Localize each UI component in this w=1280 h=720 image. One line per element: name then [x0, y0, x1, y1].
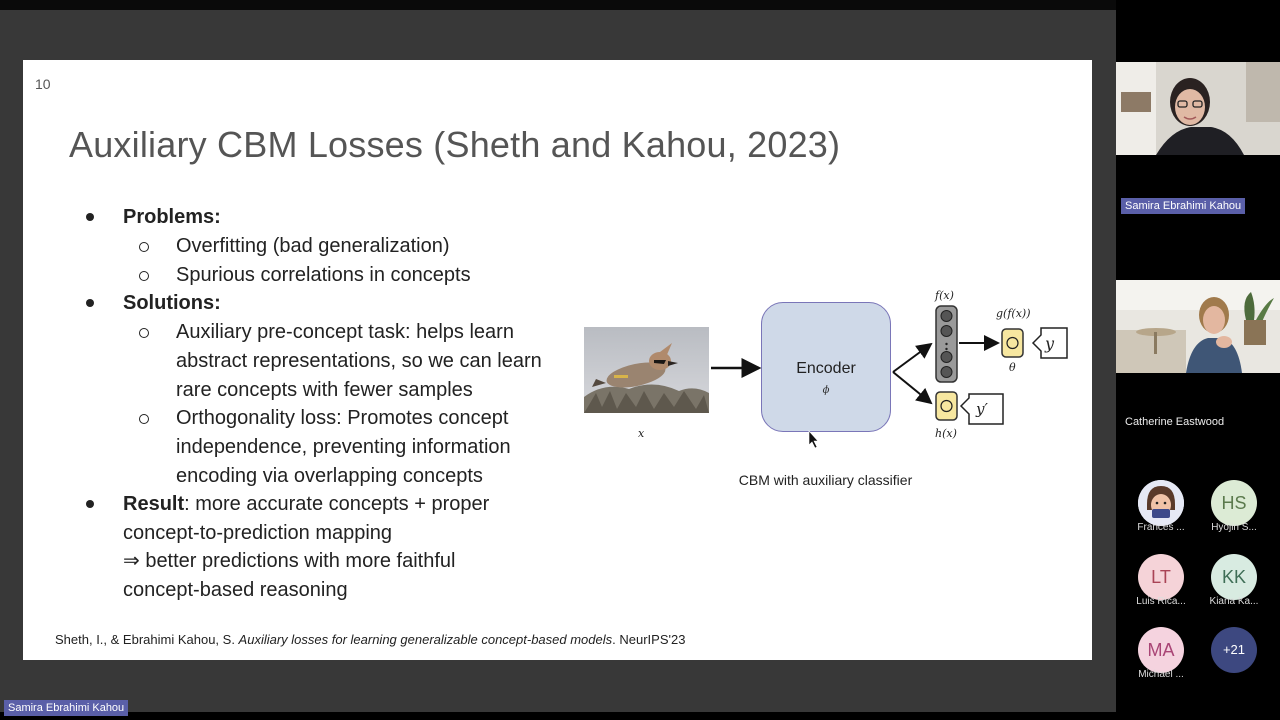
fx-label: f(x): [935, 289, 954, 302]
participant-avatar[interactable]: MA: [1138, 627, 1184, 673]
solution-orth-line: Orthogonality loss: Promotes concept: [176, 407, 509, 429]
hx-label: h(x): [935, 427, 957, 440]
participant-name-label: Catherine Eastwood: [1125, 416, 1225, 428]
participants-panel: Samira Ebrahimi Kahou Catherine Eastwood: [1116, 0, 1280, 720]
participant-video[interactable]: [1116, 62, 1280, 155]
gfx-label: g(f(x)): [996, 307, 1031, 320]
x-label: x: [638, 427, 645, 440]
bullet-circle: [139, 271, 149, 281]
problems-heading: Problems:: [123, 206, 221, 228]
y-label: y: [1045, 334, 1055, 353]
slide-number: 10: [35, 76, 51, 92]
participant-avatar[interactable]: [1138, 480, 1184, 526]
bird-image: [584, 327, 709, 413]
participant-name-label: Samira Ebrahimi Kahou: [1121, 198, 1246, 214]
solutions-heading: Solutions:: [123, 292, 221, 314]
citation: Sheth, I., & Ebrahimi Kahou, S. Auxiliar…: [55, 632, 686, 647]
participant-avatar[interactable]: HS: [1211, 480, 1257, 526]
shared-screen-area: 10 Auxiliary CBM Losses (Sheth and Kahou…: [0, 10, 1116, 712]
bullet-dot: [86, 500, 94, 508]
participant-avatar[interactable]: KK: [1211, 554, 1257, 600]
encoder-label: Encoder: [796, 360, 856, 377]
bullet-circle: [139, 242, 149, 252]
presentation-slide: 10 Auxiliary CBM Losses (Sheth and Kahou…: [23, 60, 1092, 660]
result-line: concept-to-prediction mapping: [123, 522, 393, 544]
result-line: ⇒ better predictions with more faithful: [123, 550, 456, 572]
solution-orth-line: encoding via overlapping concepts: [176, 465, 483, 487]
memoji-avatar-icon: [1138, 480, 1184, 526]
top-bar: [0, 0, 1280, 10]
participant-video[interactable]: [1116, 280, 1280, 373]
theta-label: θ: [1009, 361, 1016, 374]
problem-item: Spurious correlations in concepts: [176, 264, 471, 286]
diagram-caption: CBM with auxiliary classifier: [738, 472, 913, 488]
problem-item: Overfitting (bad generalization): [176, 235, 450, 257]
result-line: Result: more accurate concepts + proper: [123, 493, 490, 515]
bullet-dot: [86, 299, 94, 307]
participant-name: Kiana Ka...: [1209, 596, 1259, 607]
solution-orth-line: independence, preventing information: [176, 436, 511, 458]
encoder-block: Encoder ϕ: [761, 302, 891, 432]
slide-title: Auxiliary CBM Losses (Sheth and Kahou, 2…: [69, 124, 841, 165]
participant-name: Michael ...: [1138, 669, 1184, 680]
solution-aux-line: abstract representations, so we can lear…: [176, 350, 542, 372]
solution-aux-line: Auxiliary pre-concept task: helps learn: [176, 321, 514, 343]
diagram-connectors: [711, 305, 1068, 449]
participant-name: Luis Rica...: [1136, 596, 1186, 607]
presenter-name-label: Samira Ebrahimi Kahou: [4, 700, 129, 716]
result-line: concept-based reasoning: [123, 579, 348, 601]
more-participants-button[interactable]: +21: [1211, 627, 1257, 673]
bullet-dot: [86, 213, 94, 221]
bullet-circle: [139, 328, 149, 338]
solution-aux-line: rare concepts with fewer samples: [176, 379, 473, 401]
participant-avatar[interactable]: LT: [1138, 554, 1184, 600]
y-prime-label: y′: [976, 400, 988, 418]
participant-name: Frances ...: [1137, 522, 1185, 533]
bullet-circle: [139, 414, 149, 424]
encoder-param: ϕ: [822, 385, 830, 396]
participant-name: Hyojin S...: [1211, 522, 1257, 533]
